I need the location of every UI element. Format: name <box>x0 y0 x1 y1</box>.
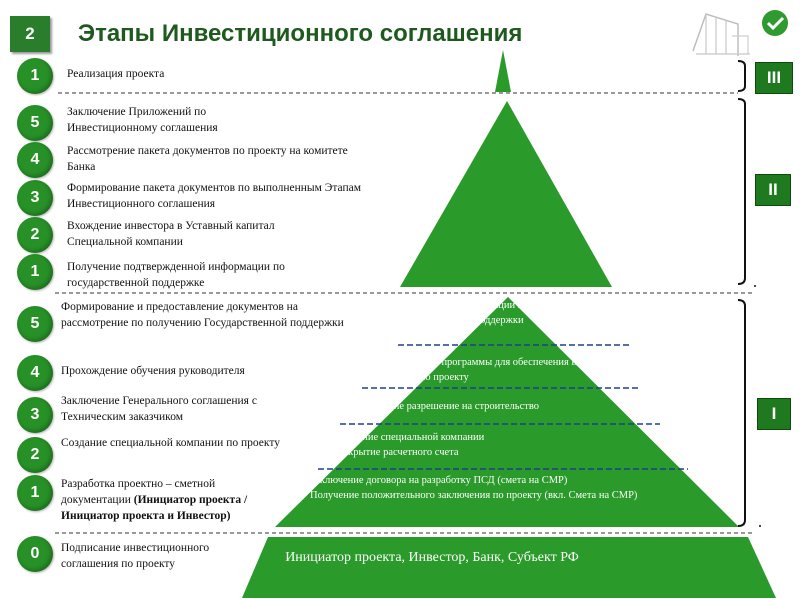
step-circle: 5 <box>17 105 53 141</box>
step-text: Рассмотрение пакета документов по проект… <box>67 145 348 173</box>
slide-number: 2 <box>10 16 50 52</box>
step-circle: 3 <box>17 180 53 216</box>
page-title: Этапы Инвестиционного соглашения <box>78 20 523 47</box>
step-text-bold: (Инициатор проекта / Инициатор проекта и… <box>61 494 248 522</box>
step-circle: 1 <box>17 475 53 511</box>
step-text: Реализация проекта <box>67 68 165 80</box>
building-logo-icon <box>692 13 750 56</box>
pyramid-item-text: Заключение договора на разработку ПСД (с… <box>310 475 568 486</box>
step-circle: 0 <box>17 536 53 572</box>
step-text: Подписание инвестиционного соглашения по… <box>61 542 210 570</box>
step-circle: 1 <box>17 254 53 290</box>
stage-label-iii: III <box>755 62 793 94</box>
step-circle: 4 <box>17 142 53 178</box>
pyramid-item-text: Открытие расчетного счета <box>336 447 459 458</box>
step-circle: 2 <box>17 437 53 473</box>
step-text: Заключение Приложений по Инвестиционному… <box>67 106 218 134</box>
pyramid-base-text: Инициатор проекта, Инвестор, Банк, Субъе… <box>285 550 579 565</box>
pyramid-item: ▪Получение положительного заключения по … <box>300 490 638 501</box>
step-text: Заключение Генерального соглашения с Тех… <box>61 395 257 423</box>
step-text: Создание специальной компании по проекту <box>61 437 280 449</box>
step-text: Прохождение обучения руководителя <box>61 365 245 377</box>
pyramid-item-text: Получение разрешение на строительство <box>355 401 539 412</box>
step-text: Формирование пакета документов по выполн… <box>67 182 362 210</box>
pyramid-item-text: Получение положительного заключения по п… <box>310 490 638 501</box>
step-text: Разработка проектно – сметной документац… <box>61 476 281 524</box>
step-text: Вхождение инвестора в Уставный капитал С… <box>67 220 275 248</box>
stage-label-ii: II <box>755 174 791 206</box>
step-circle: 2 <box>17 217 53 253</box>
step-circle: 4 <box>17 355 53 391</box>
pyramid-item: ▪Прохождение программы для обеспечения в… <box>368 357 617 383</box>
step-circle: 3 <box>17 397 53 433</box>
pyramid-item-text: Прохождение программы для обеспечения вы… <box>368 357 617 383</box>
step-circle: 5 <box>17 306 53 342</box>
pyramid-item-text: Получение информации по возможным формам… <box>397 300 622 326</box>
pyramid-item: ▪Получение разрешение на строительство <box>345 401 539 412</box>
step-circle: 1 <box>17 58 53 94</box>
step-text-plain: Разработка проектно – сметной документац… <box>61 478 216 506</box>
pyramid-item: ▪Открытие расчетного счета <box>326 447 459 458</box>
bank-logo-icon <box>762 10 788 36</box>
stage-label-i: I <box>757 398 791 430</box>
pyramid-item: ▪Получение информации по возможным форма… <box>397 300 622 326</box>
step-text: Получение подтвержденной информации по г… <box>67 261 285 289</box>
step-text: Формирование и предоставление документов… <box>61 301 344 329</box>
pyramid-item: ▪Создание специальной компании <box>326 432 485 443</box>
pyramid-item-text: Создание специальной компании <box>336 432 485 443</box>
pyramid-item: ▪Заключение договора на разработку ПСД (… <box>300 475 568 486</box>
